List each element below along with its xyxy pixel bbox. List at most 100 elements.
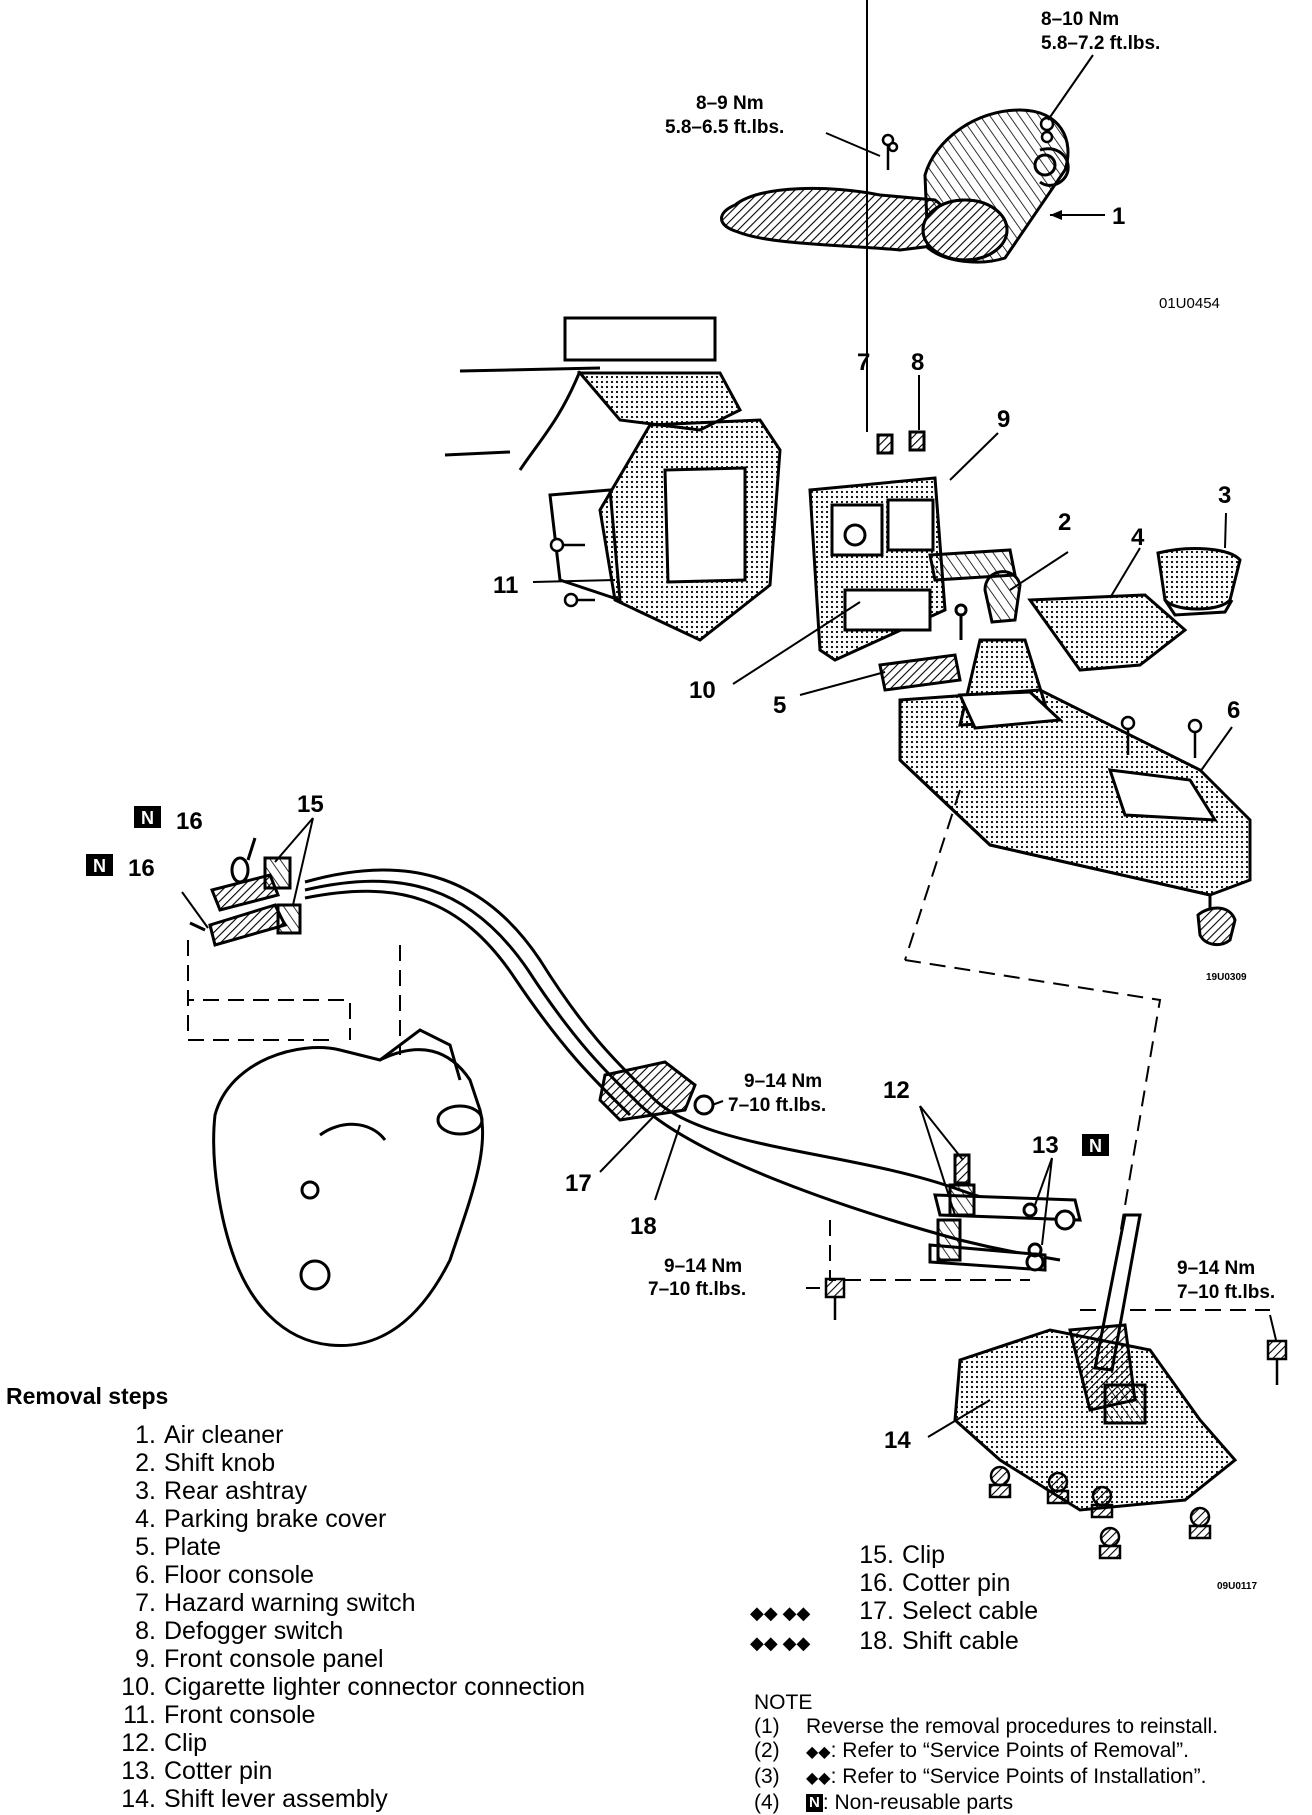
callout-9: 9 xyxy=(997,406,1010,433)
removal-step-number: 7. xyxy=(135,1589,156,1617)
torque-1-ft: 5.8–7.2 ft.lbs. xyxy=(1041,33,1160,54)
service-point-marker: ◆◆ xyxy=(806,1744,831,1761)
removal-step-label: Shift cable xyxy=(902,1627,1019,1655)
removal-step: 13.Cotter pin xyxy=(100,1757,585,1785)
removal-step-label: Select cable xyxy=(902,1597,1039,1625)
service-point-markers: ◆◆ ◆◆ xyxy=(750,1633,811,1653)
note-item-text: : Refer to “Service Points of Removal”. xyxy=(830,1739,1189,1762)
removal-step-label: Floor console xyxy=(164,1561,315,1589)
callout-14: 14 xyxy=(884,1427,911,1454)
removal-step-number: 2. xyxy=(135,1449,156,1477)
removal-step-number: 12. xyxy=(121,1729,156,1757)
removal-step: 10. Cigarette lighter connector connectio… xyxy=(100,1673,585,1701)
removal-step: 7. Hazard warning switch xyxy=(100,1589,585,1617)
torque-3-ft: 7–10 ft.lbs. xyxy=(728,1095,826,1116)
callout-11: 11 xyxy=(493,572,518,599)
note-item-text: : Refer to “Service Points of Installati… xyxy=(830,1765,1207,1788)
note-item: (3)◆◆: Refer to “Service Points of Insta… xyxy=(754,1765,1218,1791)
callout-5: 5 xyxy=(773,692,786,719)
removal-step: 8. Defogger switch xyxy=(100,1617,585,1645)
note-item-text: Reverse the removal procedures to reinst… xyxy=(806,1715,1219,1738)
front-console-panel-illustration xyxy=(808,430,1017,662)
callout-8: 8 xyxy=(911,349,924,376)
note-item: (4)N: Non-reusable parts xyxy=(754,1791,1218,1815)
svg-text:N: N xyxy=(93,856,106,876)
removal-step-number: 10. xyxy=(121,1673,156,1701)
note-item-number: (2) xyxy=(754,1739,780,1762)
note-item-number: (3) xyxy=(754,1765,780,1788)
callout-12: 12 xyxy=(883,1077,910,1104)
removal-step-number: 6. xyxy=(135,1561,156,1589)
note-block: NOTE (1)Reverse the removal procedures t… xyxy=(754,1691,1218,1815)
note-item-number: (1) xyxy=(754,1715,780,1738)
air-cleaner-bolts xyxy=(881,116,1055,170)
torque-4-nm: 9–14 Nm xyxy=(664,1256,742,1277)
removal-step-label: Plate xyxy=(164,1533,221,1561)
figure-code-2: 19U0309 xyxy=(1206,972,1247,983)
svg-text:N: N xyxy=(141,808,154,828)
removal-step-number: 3. xyxy=(135,1477,156,1505)
removal-step: 9.Front console panel xyxy=(100,1645,585,1673)
figure-code-1: 01U0454 xyxy=(1159,295,1220,312)
removal-step-label: Shift knob xyxy=(164,1449,276,1477)
svg-text:N: N xyxy=(1089,1136,1102,1156)
callout-4: 4 xyxy=(1131,524,1145,551)
removal-step-label: Hazard warning switch xyxy=(164,1589,416,1617)
removal-step-label: Cotter pin xyxy=(902,1569,1011,1597)
floor-console-screws xyxy=(1120,715,1203,758)
removal-step: 15.Clip xyxy=(750,1541,1038,1569)
removal-step-label: Parking brake cover xyxy=(164,1505,387,1533)
parking-brake-cover-illustration xyxy=(1027,593,1188,672)
torque-2-ft: 5.8–6.5 ft.lbs. xyxy=(665,117,784,138)
removal-step-label: Defogger switch xyxy=(164,1617,344,1645)
callout-18: 18 xyxy=(630,1213,657,1240)
shift-cable-illustration xyxy=(304,868,1082,1272)
removal-step-label: Rear ashtray xyxy=(164,1477,308,1505)
callout-17: 17 xyxy=(565,1170,592,1197)
front-console-screws xyxy=(549,537,595,608)
callout-13: 13 xyxy=(1032,1132,1059,1159)
cable-end-transaxle-illustration xyxy=(189,837,302,947)
callout-10: 10 xyxy=(689,677,716,704)
torque-4-ft: 7–10 ft.lbs. xyxy=(648,1279,746,1300)
removal-step-number: 1. xyxy=(135,1421,156,1449)
removal-step-number: 11. xyxy=(123,1701,156,1729)
callout-labels: 1 2 3 4 5 6 7 8 9 10 11 12 13 14 15 16 1… xyxy=(128,203,1240,1454)
plate-illustration xyxy=(878,603,968,692)
removal-step: ◆◆ ◆◆18.Shift cable xyxy=(750,1627,1038,1657)
removal-step: 2. Shift knob xyxy=(100,1449,585,1477)
service-point-markers: ◆◆ ◆◆ xyxy=(750,1603,811,1623)
torque-2-nm: 8–9 Nm xyxy=(696,93,764,114)
removal-step-label: Front console xyxy=(164,1701,316,1729)
torque-specs: 8–10 Nm 5.8–7.2 ft.lbs. 8–9 Nm 5.8–6.5 f… xyxy=(648,9,1275,1303)
shift-lever-assembly-illustration xyxy=(953,1213,1238,1512)
removal-step-label: Cigarette lighter connector connection xyxy=(164,1673,586,1701)
removal-step-label: Shift lever assembly xyxy=(164,1785,388,1813)
removal-step-number: 16. xyxy=(859,1569,894,1597)
callout-2: 2 xyxy=(1058,509,1071,536)
torque-3-nm: 9–14 Nm xyxy=(744,1071,822,1092)
removal-step-label: Cotter pin xyxy=(164,1757,273,1785)
removal-step: 14. Shift lever assembly xyxy=(100,1785,585,1813)
front-console-illustration xyxy=(444,316,782,642)
removal-step-number: 14. xyxy=(121,1785,156,1813)
non-reusable-badges: N N N xyxy=(86,806,1109,1156)
removal-step-number: 8. xyxy=(135,1617,156,1645)
removal-step: ◆◆ ◆◆ 17. Select cable xyxy=(750,1597,1038,1627)
floor-console-illustration xyxy=(898,688,1252,897)
callout-1: 1 xyxy=(1112,203,1125,230)
removal-step-number: 9. xyxy=(135,1645,156,1673)
note-item-number: (4) xyxy=(754,1791,780,1814)
note-item: (2) ◆◆: Refer to “Service Points of Remov… xyxy=(754,1739,1218,1765)
removal-step: 16. Cotter pin xyxy=(750,1569,1038,1597)
figure-code-3: 09U0117 xyxy=(1217,1581,1257,1592)
air-cleaner-illustration xyxy=(720,108,1070,264)
note-item-text: : Non-reusable parts xyxy=(822,1791,1014,1814)
callout-3: 3 xyxy=(1218,482,1231,509)
transaxle-illustration xyxy=(212,1028,485,1348)
removal-step-number: 17. xyxy=(859,1597,894,1625)
note-item: (1) Reverse the removal procedures to rei… xyxy=(754,1715,1218,1739)
callout-7: 7 xyxy=(857,349,870,376)
removal-step-number: 5. xyxy=(135,1533,156,1561)
